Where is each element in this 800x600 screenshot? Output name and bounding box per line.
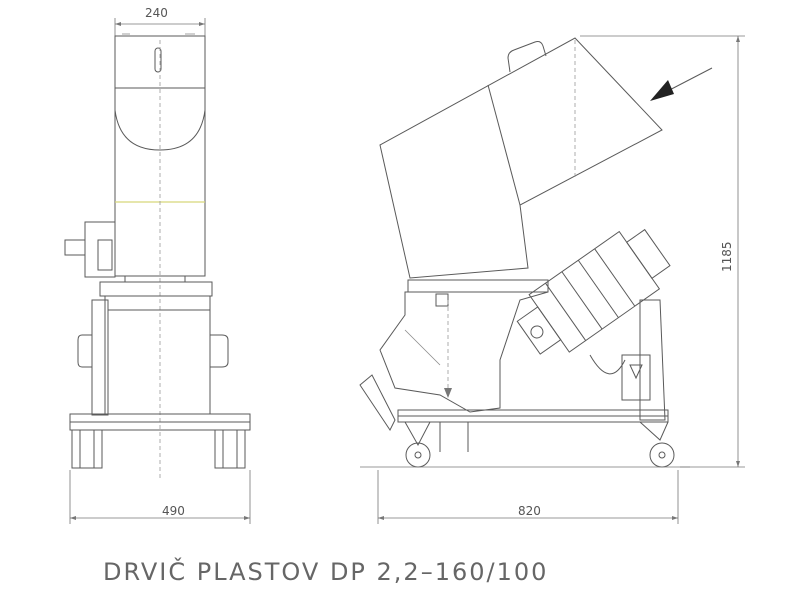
dimension-side-length	[377, 470, 679, 524]
dimension-base-width	[69, 470, 251, 524]
side-hopper	[379, 37, 663, 279]
side-outlet-chute	[359, 374, 396, 431]
dimension-top-width	[114, 18, 206, 36]
side-hopper-handle	[507, 41, 547, 73]
front-body	[104, 295, 211, 415]
front-hopper-column	[114, 35, 206, 277]
side-back-bracket	[639, 299, 666, 421]
front-view: 240	[64, 6, 251, 524]
dimension-side-height-label: 1185	[720, 241, 734, 272]
front-crossbar	[99, 281, 213, 297]
front-handle-crank	[64, 239, 85, 256]
dimension-top-width-label: 240	[145, 6, 168, 20]
dimension-base-width-label: 490	[162, 504, 185, 518]
side-switch-box	[621, 354, 651, 401]
side-rear-wheel	[639, 421, 675, 468]
side-view: 820 1185	[359, 35, 745, 524]
feed-arrow-head	[650, 80, 674, 101]
front-right-handle	[210, 334, 229, 368]
side-hopper-seam	[487, 84, 521, 206]
side-cutting-chamber	[379, 291, 549, 413]
dimension-side-length-label: 820	[518, 504, 541, 518]
front-right-wheels	[214, 429, 246, 469]
side-front-wheel	[404, 421, 431, 468]
side-frame-top	[407, 279, 549, 293]
front-left-handle	[77, 334, 92, 368]
front-left-wheels	[71, 429, 103, 469]
dimension-side-height	[580, 35, 745, 468]
front-motor-box	[84, 221, 116, 278]
side-motor	[516, 228, 671, 355]
drawing-title: DRVIČ PLASTOV DP 2,2–160/100	[103, 556, 548, 586]
front-hopper-flap	[114, 87, 206, 151]
front-slot	[154, 47, 162, 73]
